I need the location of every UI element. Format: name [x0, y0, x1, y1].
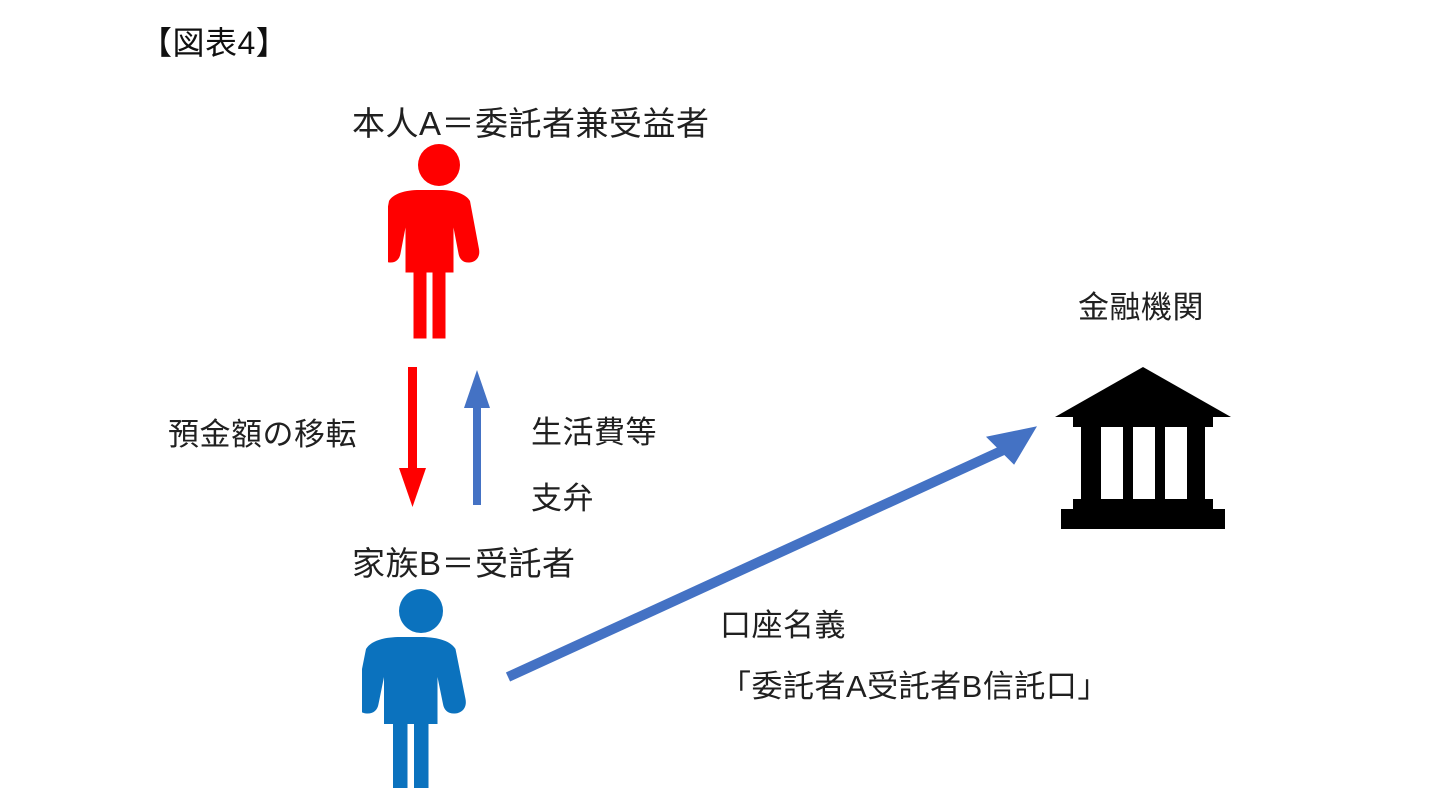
person-icon-principal: [388, 144, 480, 339]
transfer-edge-label: 預金額の移転: [168, 417, 357, 452]
bank-icon: [1055, 367, 1231, 529]
account-edge-label-line1: 口座名義: [720, 608, 846, 643]
account-edge-label-line2: 「委託者A受託者B信託口」: [720, 669, 1109, 704]
arrow-up-living-expenses: [464, 370, 490, 505]
living-expenses-edge-label-line2: 支弁: [531, 481, 594, 516]
arrow-diagonal-account: [505, 426, 1038, 682]
living-expenses-edge-label-line1: 生活費等: [531, 415, 657, 450]
page-title: 【図表4】: [140, 25, 289, 61]
bank-node-label: 金融機関: [1078, 290, 1204, 325]
person-icon-family: [362, 589, 466, 788]
principal-node-label: 本人A＝委託者兼受益者: [352, 105, 710, 142]
arrow-down-transfer: [399, 367, 426, 507]
family-node-label: 家族B＝受託者: [352, 545, 576, 582]
